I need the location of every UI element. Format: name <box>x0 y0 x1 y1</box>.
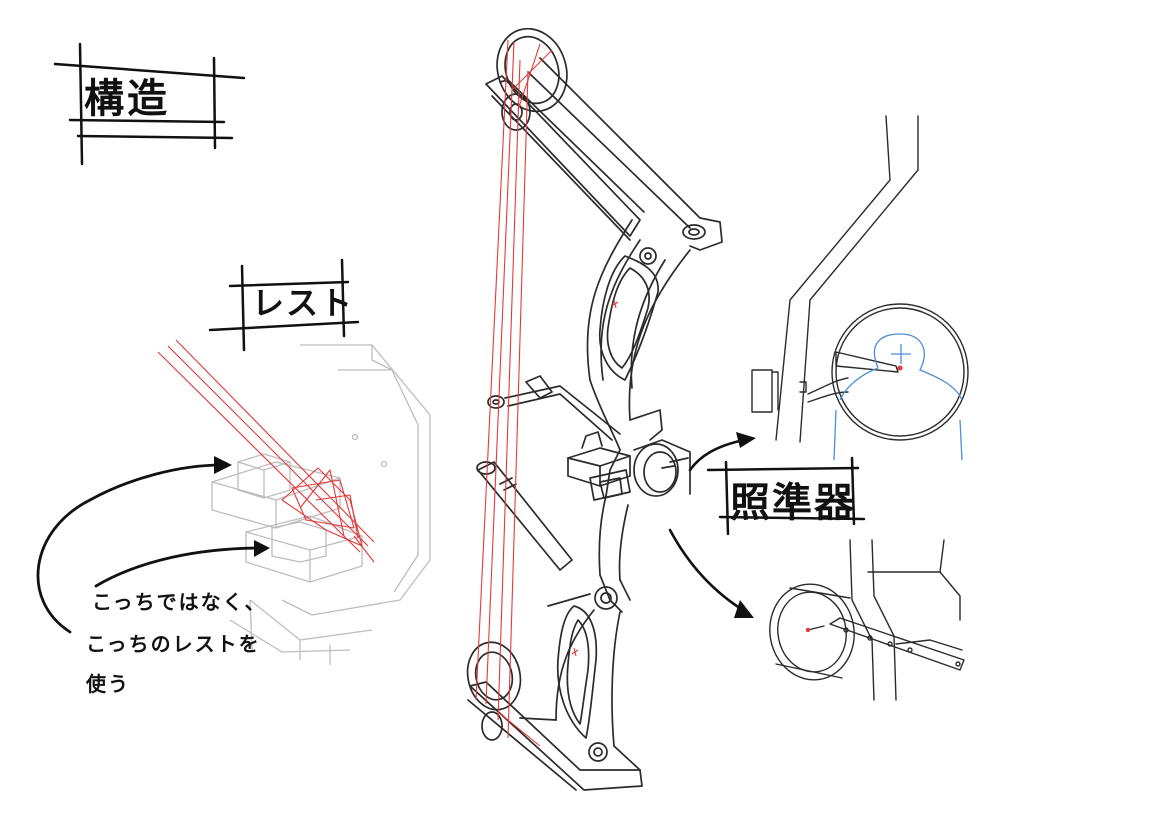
sight-pins <box>805 365 903 633</box>
note-arrowheads <box>214 456 270 557</box>
compound-bow <box>461 20 722 790</box>
sight-detail-sketch <box>752 116 968 700</box>
sight-label: 照準器 <box>730 480 856 526</box>
bow-strings <box>476 40 618 746</box>
title-frame <box>55 44 244 164</box>
rest-arrow <box>158 340 374 562</box>
rest-detail-sketch <box>212 345 430 665</box>
sight-arrows <box>670 440 746 612</box>
target-silhouette <box>834 334 962 460</box>
note-arrows <box>38 465 262 632</box>
note-line-3: 使う <box>86 672 130 696</box>
sight-frame <box>708 458 864 534</box>
rest-label: レスト <box>252 284 355 322</box>
rest-frame <box>210 260 358 350</box>
note-line-2: こっちのレストを <box>86 632 261 656</box>
title-label: 構造 <box>84 76 170 122</box>
note-line-1: こっちではなく、 <box>92 590 267 614</box>
sight-arrowheads <box>734 432 756 618</box>
